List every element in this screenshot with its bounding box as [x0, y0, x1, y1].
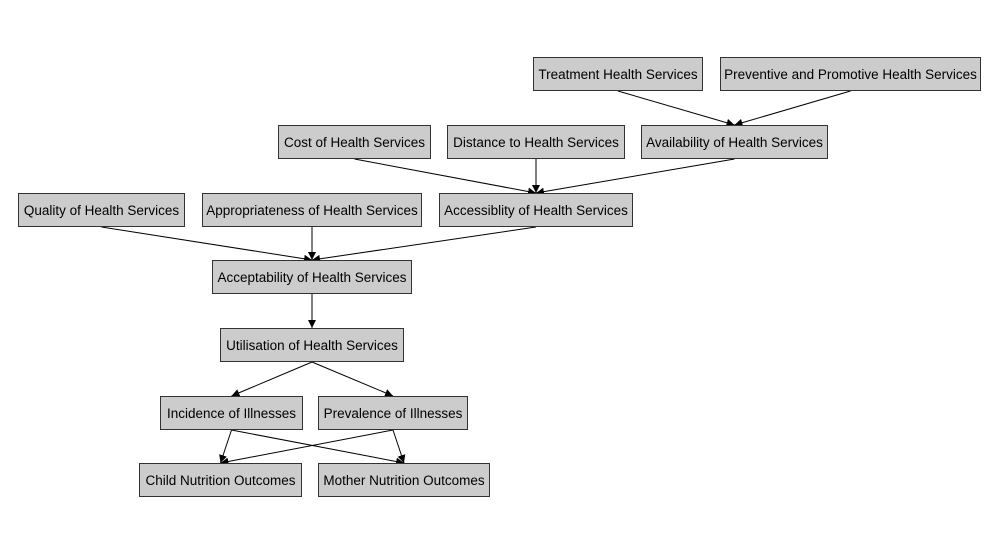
node-prevalence: Prevalence of Illnesses	[318, 396, 468, 430]
edge-utilisation-to-incidence	[231, 361, 313, 397]
edge-prevalence-to-child_nutrition	[220, 429, 394, 466]
edge-incidence-to-child_nutrition	[219, 429, 232, 464]
node-acceptability: Acceptability of Health Services	[212, 260, 412, 294]
edge-quality-to-acceptability	[101, 226, 313, 263]
edge-incidence-to-mother_nutrition	[231, 429, 405, 466]
node-availability: Availability of Health Services	[641, 125, 828, 159]
node-quality: Quality of Health Services	[18, 193, 185, 227]
edge-accessibility-to-acceptability	[311, 226, 537, 263]
node-distance: Distance to Health Services	[447, 125, 625, 159]
edge-utilisation-to-prevalence	[311, 361, 394, 397]
node-preventive: Preventive and Promotive Health Services	[720, 57, 981, 91]
edge-prevalence-to-mother_nutrition	[392, 429, 406, 464]
node-accessibility: Accessiblity of Health Services	[439, 193, 633, 227]
node-utilisation: Utilisation of Health Services	[220, 328, 404, 362]
node-treatment: Treatment Health Services	[533, 57, 703, 91]
node-appropriateness: Appropriateness of Health Services	[202, 193, 422, 227]
edge-availability-to-accessibility	[535, 158, 735, 196]
node-cost: Cost of Health Services	[278, 125, 431, 159]
edge-cost-to-accessibility	[354, 158, 537, 196]
node-child-nutrition: Child Nutrition Outcomes	[139, 463, 302, 497]
node-incidence: Incidence of Illnesses	[160, 396, 303, 430]
edge-preventive-to-availability	[734, 90, 851, 127]
node-mother-nutrition: Mother Nutrition Outcomes	[318, 463, 490, 497]
edge-treatment-to-availability	[617, 90, 735, 127]
